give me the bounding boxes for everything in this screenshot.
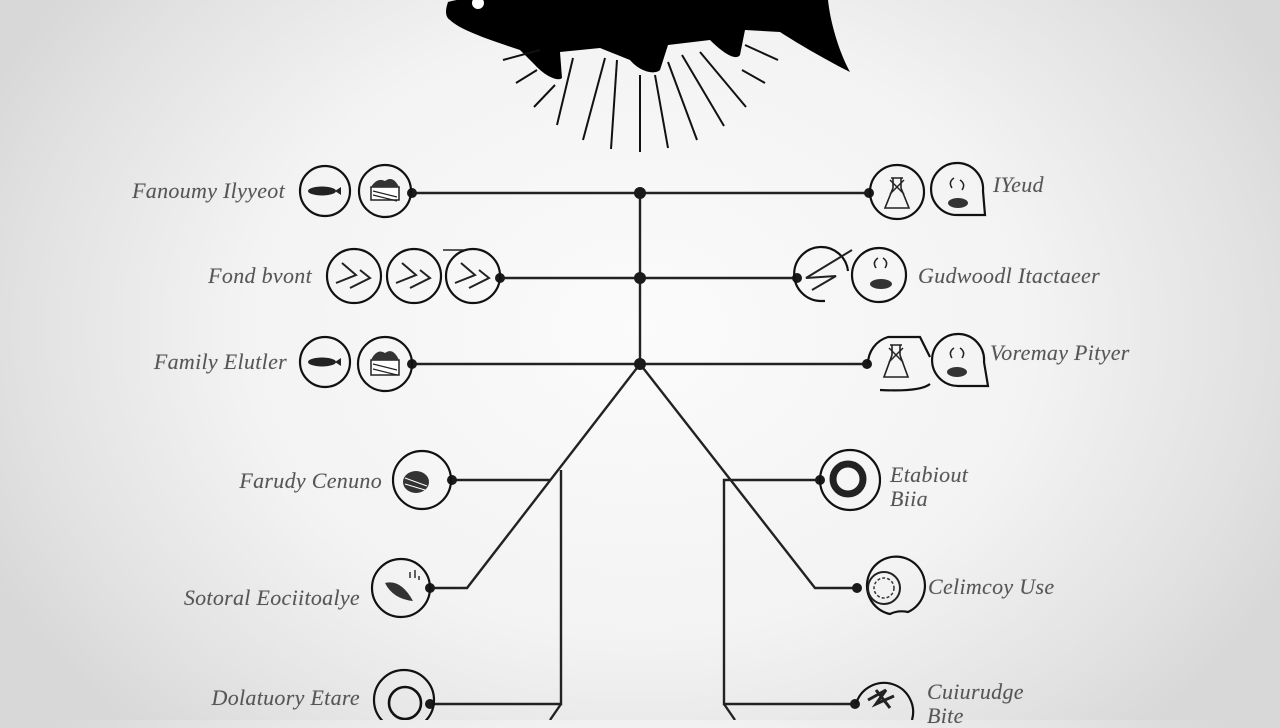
steaming-dish-icon <box>850 246 908 304</box>
branch-label-left-3: Family Elutler <box>153 349 287 374</box>
wreath-icon <box>865 555 926 616</box>
branch-label-left-5: Sotoral Eociitoalye <box>183 585 360 610</box>
shell-icon <box>391 449 453 511</box>
donut-icon <box>818 448 882 512</box>
branch-label-left-6: Dolatuory Etare <box>211 685 360 710</box>
branch-label-right-5: Celimcoy Use <box>928 574 1055 599</box>
leaf-arrow-icon <box>385 247 443 305</box>
steaming-dish-icon <box>929 161 987 217</box>
leaf-arrow-icon <box>443 247 502 305</box>
branch-label-right-4: Etabiout Biia <box>890 462 969 511</box>
herb-icon <box>854 681 915 720</box>
leaf-arrow-icon <box>793 245 853 303</box>
fish-icon <box>298 164 352 218</box>
fish-eye <box>472 0 484 9</box>
fish-icon <box>298 335 352 389</box>
branch-label-right-6: Cuiurudge Bite <box>927 679 1024 728</box>
steaming-dish-icon <box>930 332 990 388</box>
branch-label-left-1: Fanoumy Ilyyeot <box>132 178 285 203</box>
ring-icon <box>372 668 436 720</box>
flask-icon <box>866 335 931 392</box>
fish-icon <box>446 0 850 80</box>
branch-label-left-4: Farudy Cenuno <box>239 468 382 493</box>
branch-label-right-3: Voremay Pityer <box>990 340 1130 365</box>
flask-icon <box>868 163 926 221</box>
leaf-arrow-icon <box>325 247 383 305</box>
basket-icon <box>357 163 413 219</box>
seed-pod-icon <box>370 557 432 619</box>
branch-label-right-2: Gudwoodl Itactaeer <box>918 263 1100 288</box>
radiating-lines <box>502 44 779 152</box>
branch-label-left-2: Fond bvont <box>208 263 312 288</box>
basket-icon <box>356 335 414 393</box>
branch-label-right-1: IYeud <box>993 172 1044 197</box>
